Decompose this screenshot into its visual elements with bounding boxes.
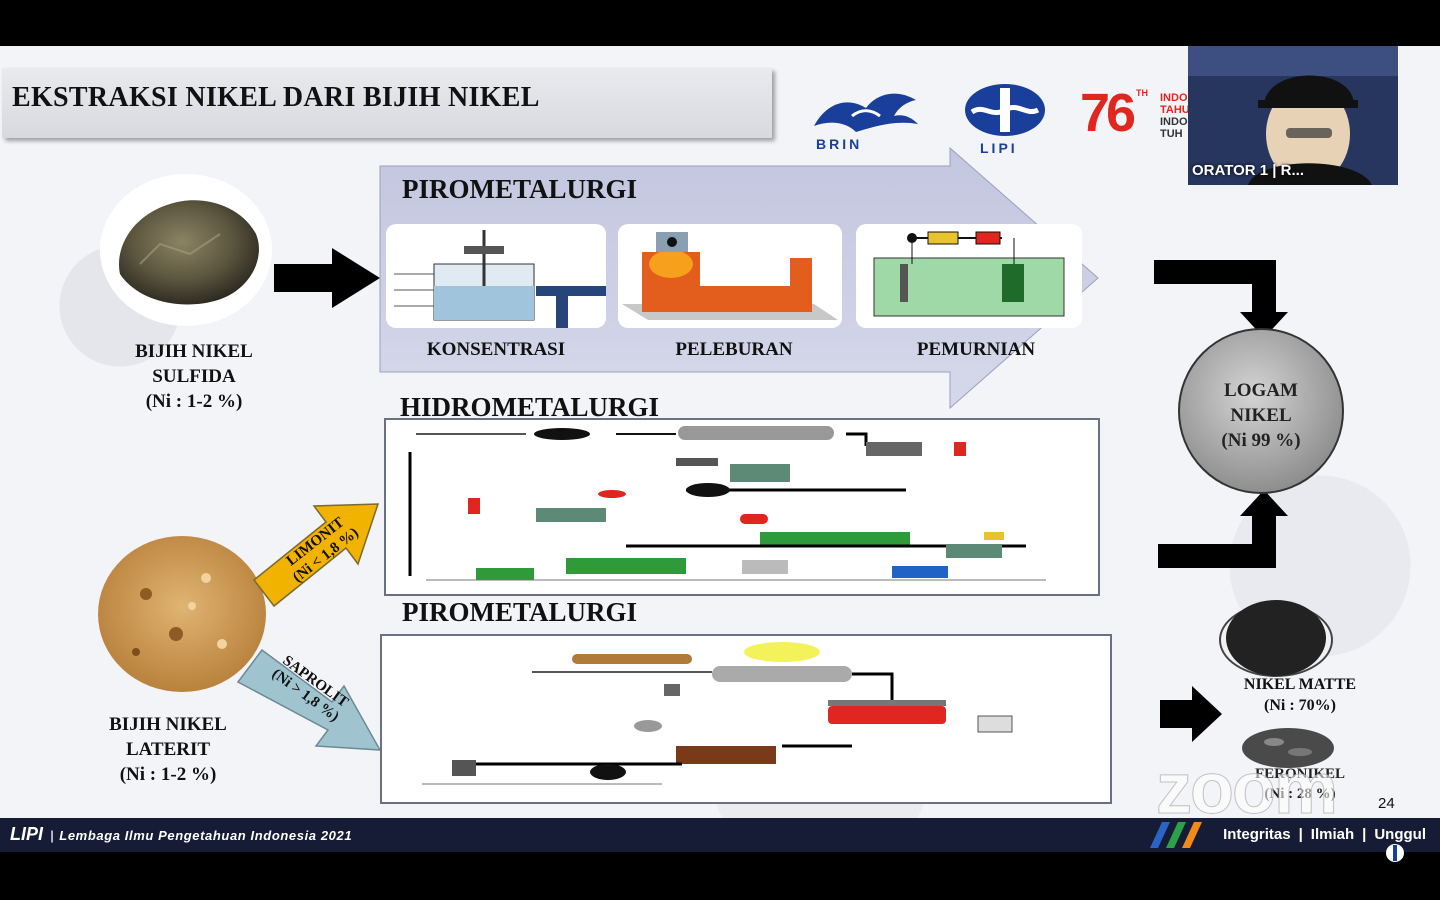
lipi-logo: LIPI	[962, 82, 1048, 158]
hydro-heading: HIDROMETALURGI	[400, 392, 660, 422]
brin-logo-text: BRIN	[816, 136, 863, 152]
zoom-watermark: zoom	[1156, 749, 1339, 830]
footer-values: Integritas|Ilmiah|Unggul	[1223, 826, 1426, 843]
participant-name: ORATOR 1 | R...	[1192, 162, 1304, 179]
participant-video-tile[interactable]: ORATOR 1 | R...	[1188, 46, 1398, 185]
limonit-arrow: LIMONIT (Ni < 1,8 %)	[246, 486, 386, 612]
feronikel-image	[1240, 726, 1336, 770]
corner-lipi-icon	[1386, 844, 1404, 862]
slide-page-number: 24	[1378, 795, 1395, 812]
pyro-heading-laterite: PIROMETALURGI	[402, 597, 638, 627]
logam-nikel-label: LOGAM NIKEL (Ni 99 %)	[1221, 380, 1301, 451]
pyrometallurgy-laterite-flow-diagram	[380, 634, 1112, 804]
laterite-pyro-to-product-arrow	[1160, 686, 1222, 742]
laterite-ore-label: BIJIH NIKEL LATERIT (Ni : 1-2 %)	[109, 714, 227, 785]
sulfide-ore-image	[100, 174, 272, 326]
footer-org: LIPI | Lembaga Ilmu Pengetahuan Indonesi…	[10, 824, 353, 844]
footer-org-abbr: LIPI	[10, 824, 44, 844]
sulfide-to-pyro-arrow	[274, 248, 380, 308]
anniversary-sup: TH	[1136, 88, 1148, 98]
feronikel-label: FERONIKEL (Ni : 28 %)	[1254, 766, 1345, 802]
slide-title: EKSTRAKSI NIKEL DARI BIJIH NIKEL	[12, 82, 540, 113]
slide-footer: LIPI | Lembaga Ilmu Pengetahuan Indonesi…	[0, 818, 1440, 852]
footer-stripes-decoration	[1150, 822, 1202, 848]
pyro-heading-sulfide: PIROMETALURGI	[402, 174, 638, 204]
flow-arrows-to-logam	[1154, 260, 1288, 568]
step-label-konsentrasi: KONSENTRASI	[426, 339, 566, 360]
hydrometallurgy-flow-diagram	[384, 418, 1100, 596]
step-label-pemurnian: PEMURNIAN	[916, 339, 1036, 360]
pemurnian-diagram	[856, 224, 1082, 328]
anniversary-text: INDO TAHU INDO TUH	[1160, 92, 1190, 140]
lipi-logo-text: LIPI	[980, 140, 1018, 156]
peleburan-diagram	[618, 224, 842, 328]
slide-title-box: EKSTRAKSI NIKEL DARI BIJIH NIKEL	[2, 68, 772, 138]
sulfide-ore-label: BIJIH NIKEL SULFIDA (Ni : 1-2 %)	[135, 341, 253, 412]
nikel-matte-label: NIKEL MATTE (Ni : 70%)	[1243, 676, 1357, 714]
brin-logo: BRIN	[806, 86, 926, 156]
logam-nikel-product: LOGAM NIKEL (Ni 99 %)	[1176, 326, 1346, 496]
anniversary-76-logo: 76 TH INDO TAHU INDO TUH	[1078, 83, 1190, 146]
nikel-matte-image	[1218, 594, 1334, 684]
konsentrasi-diagram	[386, 224, 606, 328]
saprolit-arrow: SAPROLIT (Ni > 1,8 %)	[236, 638, 386, 758]
footer-org-name: Lembaga Ilmu Pengetahuan Indonesia 2021	[59, 828, 353, 843]
anniversary-number: 76	[1080, 83, 1136, 143]
step-label-peleburan: PELEBURAN	[675, 339, 793, 360]
laterite-ore-image	[96, 534, 268, 694]
